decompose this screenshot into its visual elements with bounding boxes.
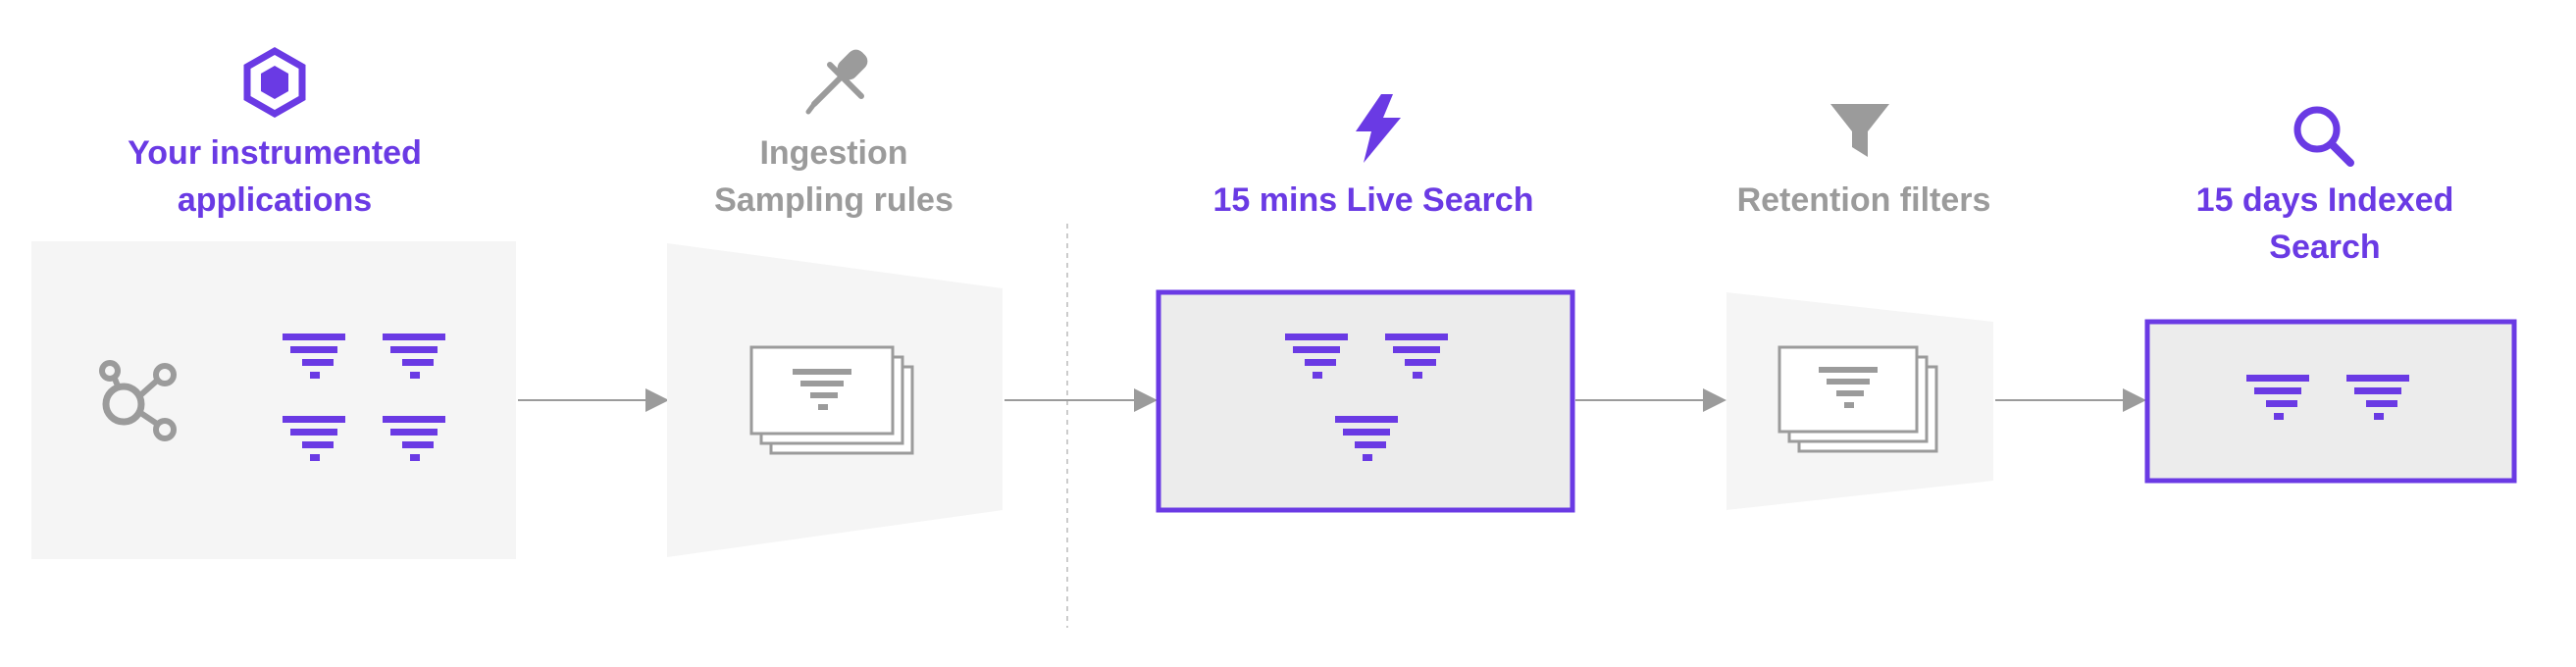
share-nodes-icon [99,360,177,441]
lightning-icon [1356,94,1401,163]
search-icon [2293,106,2354,167]
stage-label-applications: Your instrumented applications [128,134,422,219]
retention-filters-panel [1726,292,1993,510]
applications-panel [31,241,516,559]
stage-label-indexed-search: 15 days Indexed Search [2195,181,2454,266]
stacked-cards-icon [749,345,914,455]
stage-label-live-search: 15 mins Live Search [1212,181,1534,219]
stacked-cards-icon [1777,345,1938,453]
ingestion-sampling-panel [667,243,1003,557]
filter-icon [1830,104,1889,157]
indexed-search-box [2144,319,2517,484]
hexagon-icon [243,46,306,119]
live-search-box [1156,289,1575,513]
stage-label-ingestion: Ingestion Sampling rules [714,134,953,219]
stage-label-retention: Retention filters [1736,181,1991,219]
eyedropper-icon [805,49,868,115]
